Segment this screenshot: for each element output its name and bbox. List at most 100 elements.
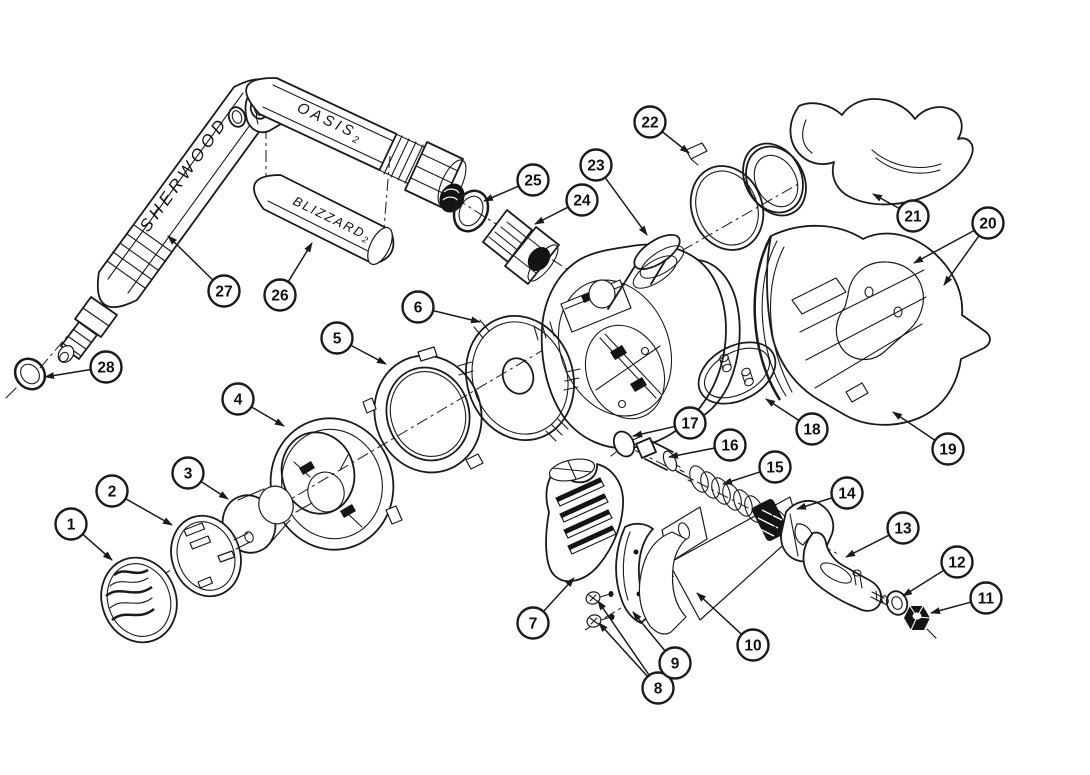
- inlet-fitting: [482, 209, 560, 285]
- callout-20-circle: [971, 206, 1005, 240]
- callout-20: 20: [913, 206, 1005, 286]
- callout-3-number: 3: [184, 466, 193, 483]
- callout-8-leader: [598, 622, 649, 678]
- callout-6-leader: [432, 309, 481, 324]
- callout-28-leader: [44, 368, 91, 379]
- callout-24: 24: [534, 183, 599, 225]
- callout-19-leader: [892, 411, 936, 441]
- callout-10: 10: [696, 592, 770, 662]
- callout-1-circle: [54, 507, 88, 541]
- mouthpiece: [789, 98, 974, 206]
- callout-6-number: 6: [414, 300, 423, 317]
- callout-20-number: 20: [979, 216, 996, 233]
- callout-15: 15: [722, 450, 792, 485]
- callout-18-circle: [795, 412, 829, 446]
- callout-5-leader: [350, 344, 387, 365]
- callout-26-number: 26: [271, 288, 289, 305]
- callout-15-leader: [722, 471, 761, 485]
- callout-19: 19: [892, 411, 965, 466]
- callout-21: 21: [872, 193, 930, 233]
- oasis-hose-protector: [245, 77, 427, 185]
- callout-15-circle: [758, 450, 792, 484]
- callout-3-leader: [200, 480, 229, 500]
- callout-8-leader: [597, 600, 650, 676]
- callout-7: 7: [516, 577, 575, 640]
- callout-17: 17: [632, 406, 707, 440]
- callout-22-circle: [633, 105, 667, 139]
- callout-11: 11: [930, 581, 1003, 615]
- purge-plate: [170, 514, 254, 598]
- callout-27-circle: [207, 274, 241, 308]
- deflector-screws: [585, 591, 615, 628]
- tie-wrap: [685, 142, 765, 251]
- callout-2-number: 2: [108, 484, 117, 501]
- callout-11-leader: [930, 601, 972, 615]
- callout-22: 22: [633, 105, 690, 154]
- callout-4-leader: [250, 406, 285, 427]
- callout-2: 2: [95, 474, 173, 526]
- callout-18-leader: [765, 398, 800, 422]
- callout-1: 1: [54, 507, 113, 561]
- callout-27-number: 27: [215, 284, 232, 301]
- callout-23-number: 23: [587, 158, 605, 175]
- callout-5-circle: [320, 321, 354, 355]
- front-cover: [269, 417, 403, 551]
- callout-7-leader: [542, 577, 575, 613]
- clamp-ring: [362, 346, 484, 474]
- exhaust-deflector: [545, 458, 624, 583]
- callout-20-leader: [913, 229, 975, 264]
- callout-14-leader: [796, 497, 833, 510]
- callout-14: 14: [796, 476, 864, 510]
- callout-9: 9: [632, 611, 692, 680]
- blizzard-subscript: 2: [360, 234, 372, 247]
- poppet: [635, 437, 694, 483]
- callout-10-leader: [696, 592, 743, 636]
- callout-13: 13: [845, 511, 920, 558]
- callout-25-circle: [516, 163, 550, 197]
- callout-28-circle: [89, 350, 123, 384]
- diaphragm: [457, 314, 581, 442]
- exhaust-gasket: [697, 341, 777, 405]
- callout-25-leader: [483, 185, 520, 202]
- callout-11-number: 11: [978, 591, 995, 608]
- blizzard-hose-protector: [253, 174, 395, 266]
- callout-6-circle: [401, 290, 435, 324]
- callout-13-circle: [886, 511, 920, 545]
- callout-5: 5: [320, 321, 387, 365]
- callout-21-circle: [896, 199, 930, 233]
- callout-1-number: 1: [67, 517, 76, 534]
- callout-3: 3: [171, 456, 229, 500]
- callout-21-leader: [872, 193, 900, 210]
- callout-27-leader: [167, 235, 214, 281]
- callout-4: 4: [221, 382, 285, 427]
- callout-26: 26: [263, 242, 313, 312]
- callout-11-circle: [969, 581, 1003, 615]
- callout-25: 25: [483, 163, 550, 202]
- callout-8: 8: [597, 600, 675, 705]
- callout-16-number: 16: [721, 438, 739, 455]
- mouthpiece-seal: [742, 142, 807, 217]
- callout-14-circle: [830, 476, 864, 510]
- callout-21-number: 21: [904, 209, 922, 226]
- oasis-end-nut: [404, 141, 467, 213]
- regulator-body: [540, 233, 741, 450]
- lever-washer: [885, 590, 909, 616]
- callout-9-number: 9: [671, 656, 680, 673]
- callout-2-leader: [125, 497, 173, 526]
- callout-19-number: 19: [939, 442, 957, 459]
- callout-10-circle: [736, 628, 770, 662]
- callout-2-circle: [95, 474, 129, 508]
- callout-13-leader: [845, 534, 890, 558]
- callout-20-leader: [943, 235, 980, 286]
- rear-case: [753, 224, 991, 426]
- callout-17-number: 17: [681, 416, 698, 433]
- callout-24-leader: [534, 206, 569, 225]
- purge-cover: [100, 556, 178, 644]
- hose-assembly: [57, 78, 274, 363]
- callout-23-leader: [604, 177, 648, 236]
- callout-17-leader: [632, 425, 676, 438]
- callout-16-circle: [713, 428, 747, 462]
- callout-14-number: 14: [838, 486, 856, 503]
- callout-4-number: 4: [234, 392, 243, 409]
